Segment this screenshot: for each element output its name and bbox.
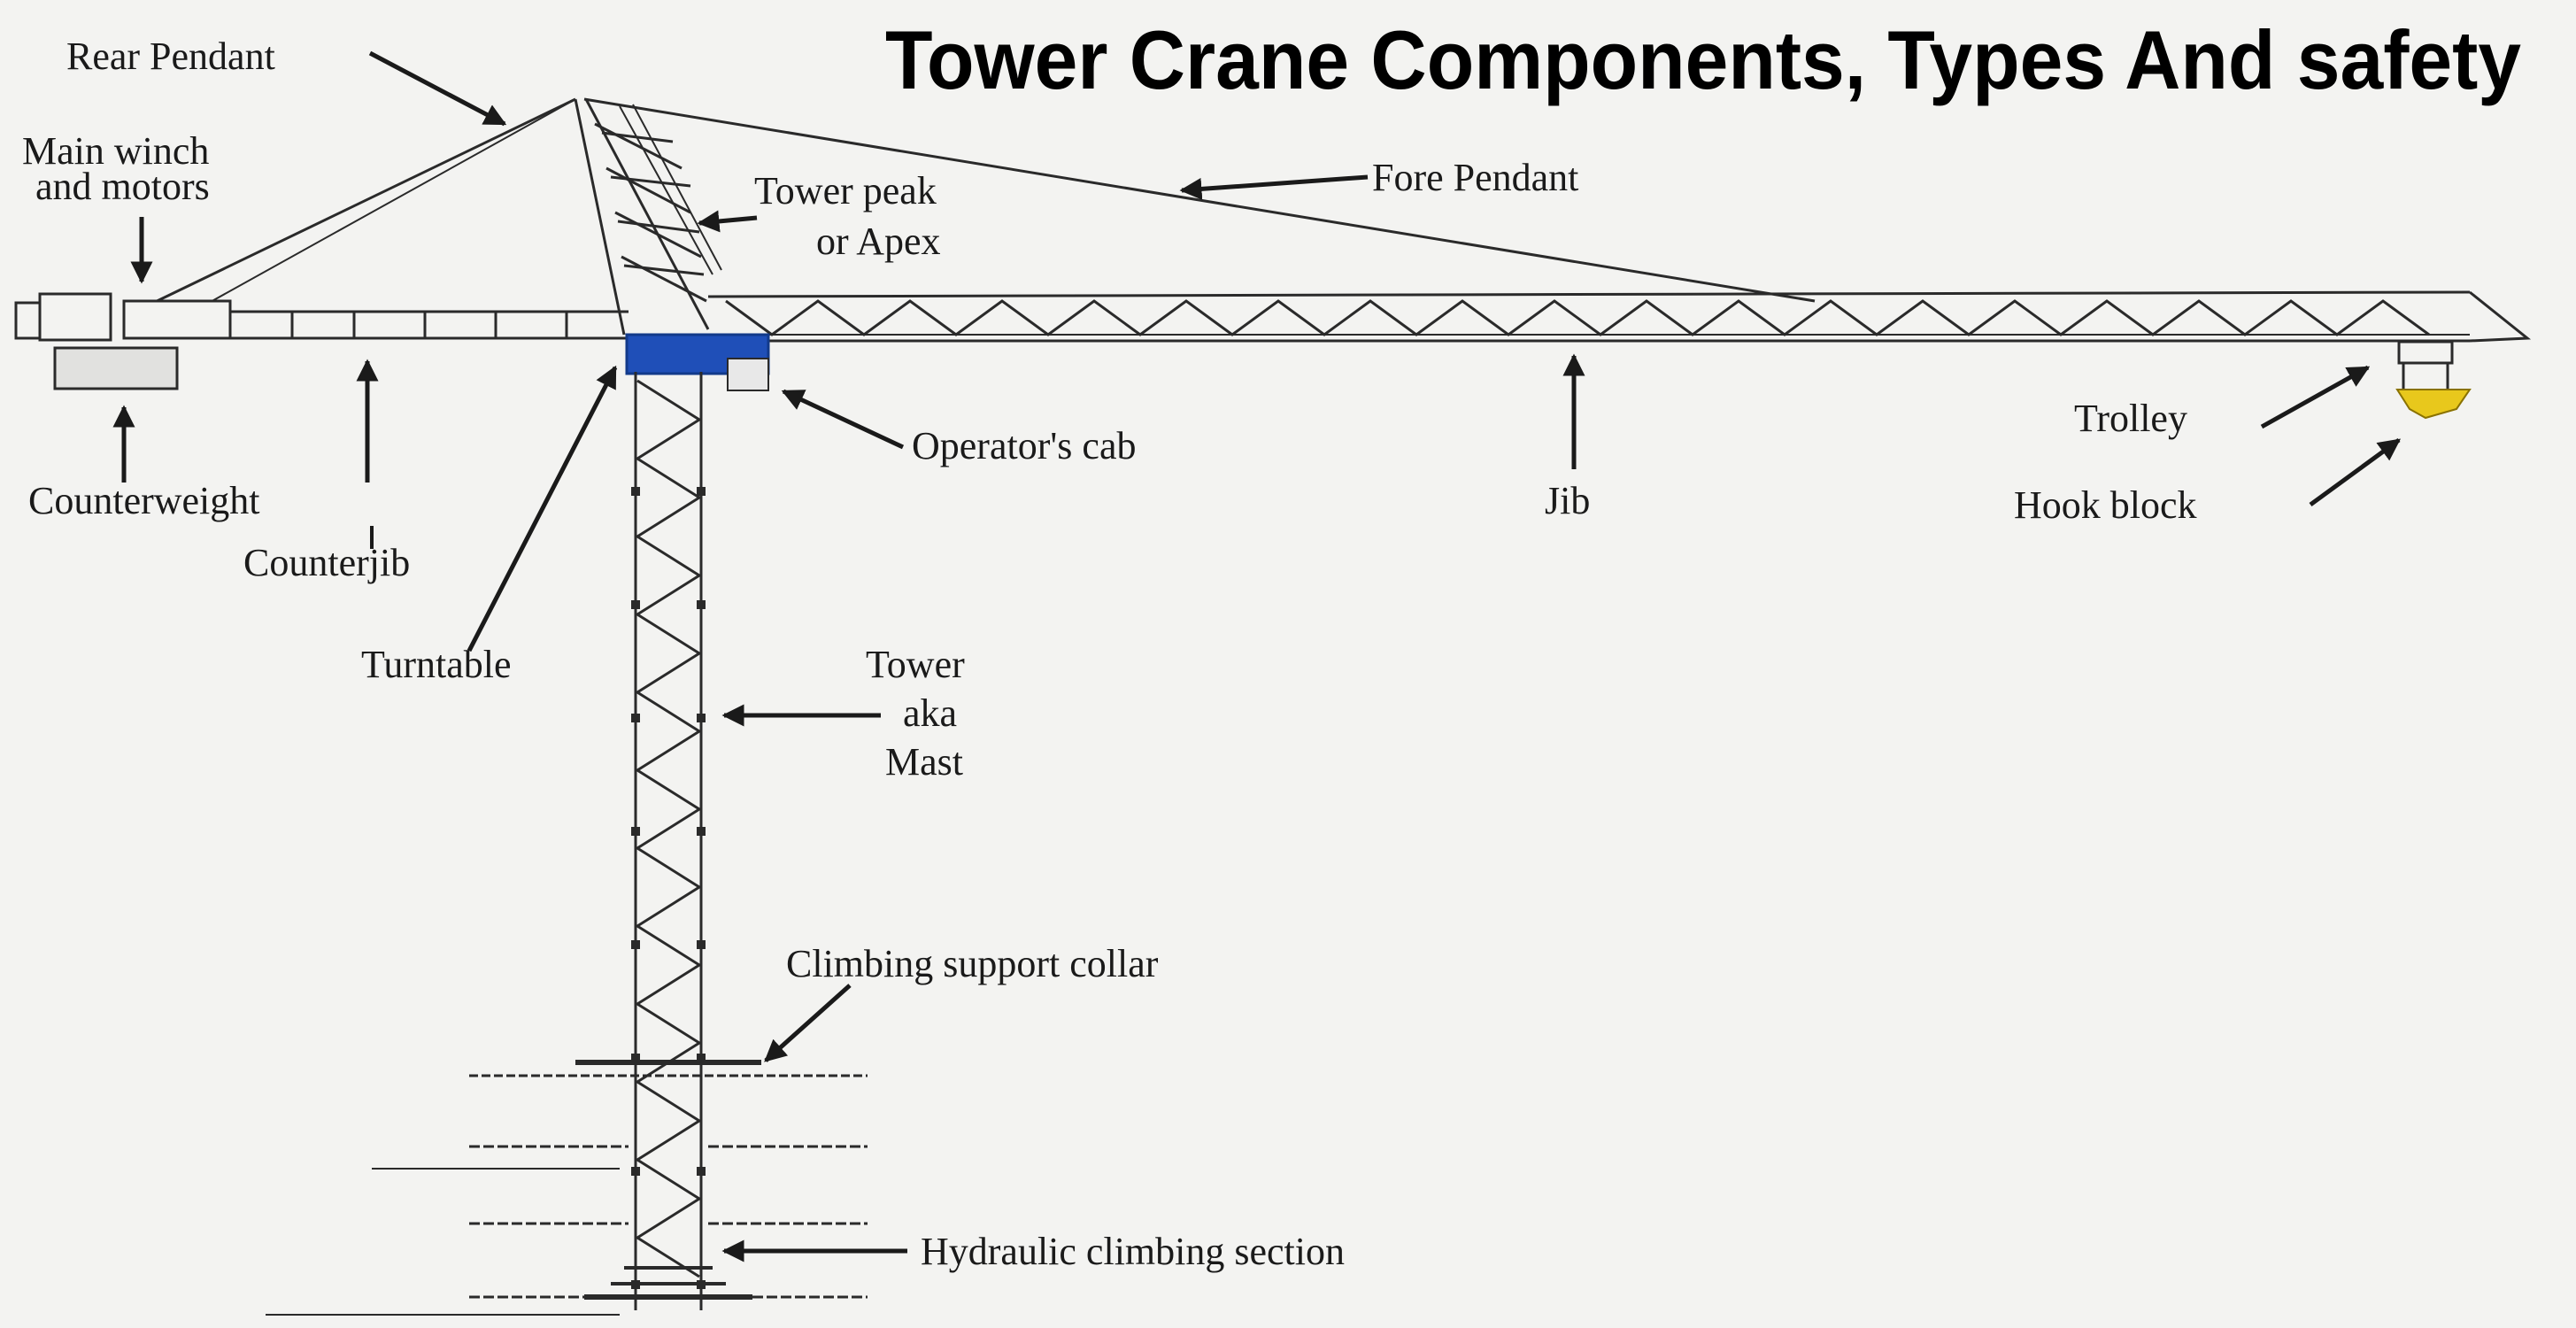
mast-node xyxy=(697,1167,706,1176)
label-tower-line3: Mast xyxy=(885,740,963,784)
label-jib: Jib xyxy=(1545,479,1590,522)
label-tower-line2: aka xyxy=(903,691,957,735)
crane-drawing xyxy=(14,97,2532,1316)
label-tower-peak-line2: or Apex xyxy=(816,220,941,263)
mast-node xyxy=(631,487,640,496)
fore-pendant-cable xyxy=(583,97,1816,303)
arrow-hook-block xyxy=(2309,437,2402,507)
label-counterweight: Counterweight xyxy=(28,479,260,522)
arrow-tower-peak xyxy=(697,210,758,233)
mast-node xyxy=(697,827,706,836)
rear-pendant-cable-2 xyxy=(176,98,576,321)
counterjib xyxy=(14,292,629,390)
label-main-winch-line2: and motors xyxy=(35,165,210,208)
mast-node xyxy=(697,487,706,496)
label-trolley: Trolley xyxy=(2074,397,2187,440)
label-hydraulic-section: Hydraulic climbing section xyxy=(921,1230,1345,1273)
tower-peak xyxy=(574,98,722,336)
mast-node xyxy=(697,714,706,722)
component-labels: Rear Pendant Main winch and motors Tower… xyxy=(22,35,2197,1273)
label-rear-pendant: Rear Pendant xyxy=(66,35,275,78)
mast-node xyxy=(631,600,640,609)
mast-node xyxy=(631,940,640,949)
tower-mast xyxy=(634,372,703,1310)
arrow-climbing-collar xyxy=(764,984,852,1062)
mast-node xyxy=(697,1280,706,1289)
mast-node xyxy=(631,1167,640,1176)
trolley xyxy=(2397,340,2454,390)
page-title: Tower Crane Components, Types And safety xyxy=(885,13,2521,106)
jib-structure xyxy=(707,290,2532,343)
label-turntable: Turntable xyxy=(361,643,512,686)
arrow-operators-cab xyxy=(781,389,905,450)
label-fore-pendant: Fore Pendant xyxy=(1372,156,1578,199)
hook-block xyxy=(2395,389,2472,420)
mast-node xyxy=(697,1054,706,1062)
rear-pendant-cable xyxy=(123,97,576,319)
label-tower-peak-line1: Tower peak xyxy=(754,169,937,212)
label-hook-block: Hook block xyxy=(2014,483,2197,527)
operators-cab-window xyxy=(727,358,769,391)
label-operators-cab: Operator's cab xyxy=(912,424,1136,467)
mast-node xyxy=(697,600,706,609)
arrow-rear-pendant xyxy=(368,50,507,127)
mast-node xyxy=(631,714,640,722)
callout-arrows xyxy=(112,50,2402,1262)
mast-node xyxy=(631,1054,640,1062)
mast-node xyxy=(697,940,706,949)
mast-node xyxy=(631,827,640,836)
label-main-winch-line1: Main winch xyxy=(22,129,209,173)
arrow-trolley xyxy=(2260,365,2371,429)
climbing-collar xyxy=(469,1060,868,1077)
label-climbing-collar: Climbing support collar xyxy=(786,942,1159,985)
label-counterjib: Counterjib xyxy=(243,541,410,584)
mast-node xyxy=(631,1280,640,1289)
label-tower-line1: Tower xyxy=(866,643,965,686)
arrow-fore-pendant xyxy=(1179,174,1369,200)
hydraulic-climbing-section xyxy=(584,1266,752,1300)
arrow-turntable xyxy=(467,365,618,652)
